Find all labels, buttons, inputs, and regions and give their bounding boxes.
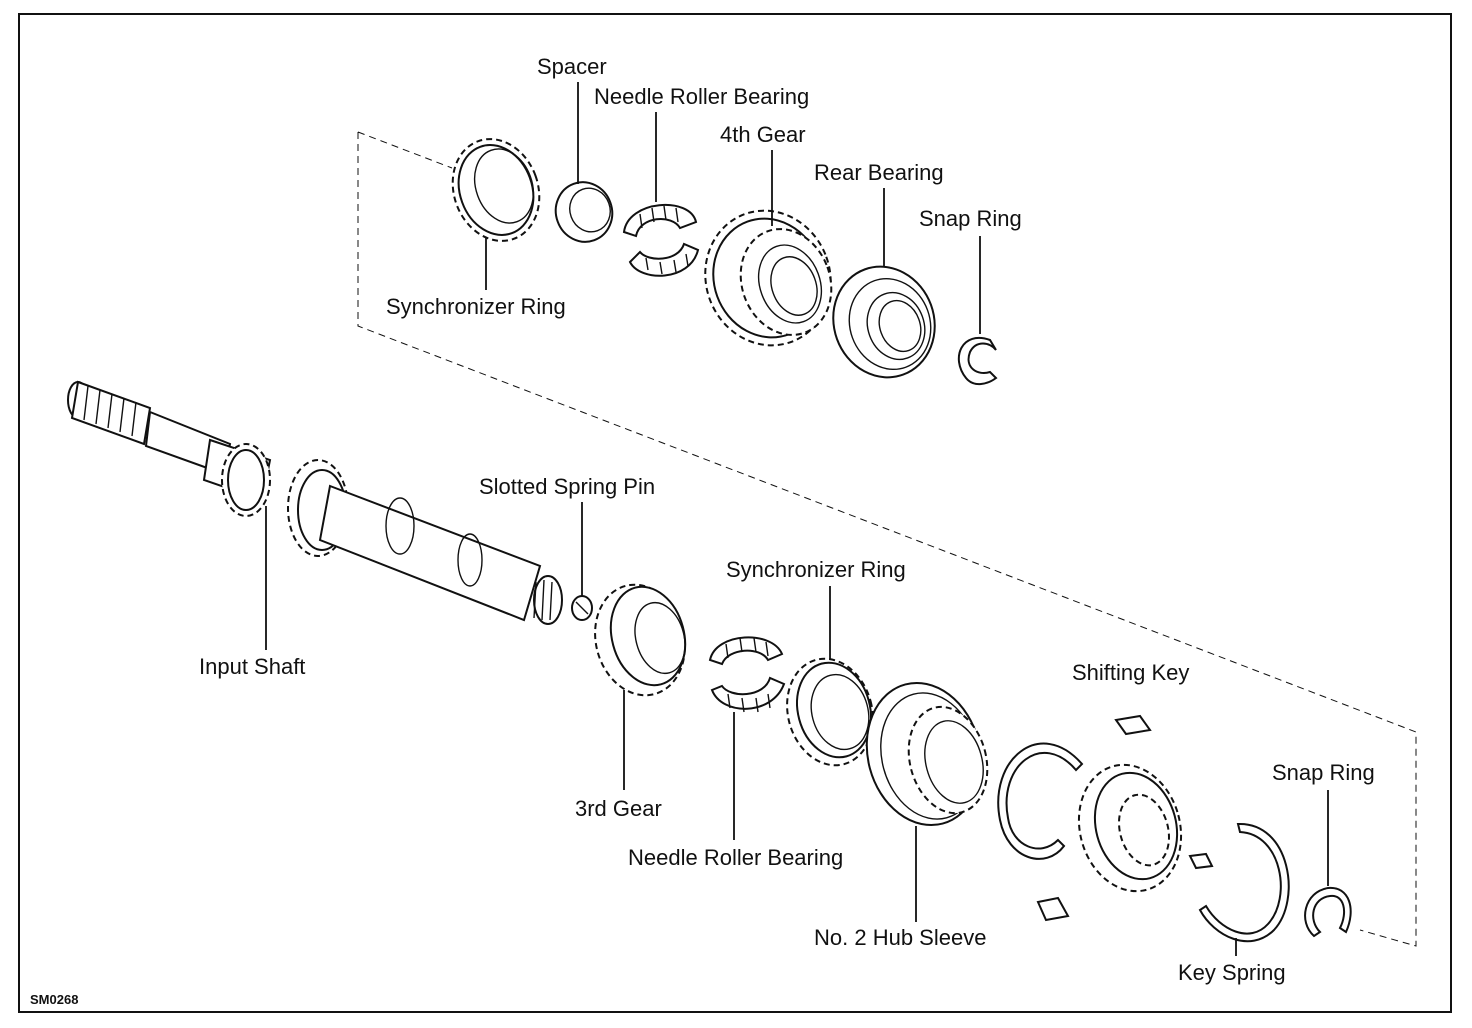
label-key-spring: Key Spring — [1178, 960, 1286, 985]
label-spacer: Spacer — [537, 54, 607, 79]
assembly-dashed-boundary — [357, 131, 1417, 947]
synchronizer-ring-bottom-part — [786, 657, 874, 767]
snap-ring-top-part — [957, 337, 998, 385]
label-needle-roller-bearing-top: Needle Roller Bearing — [594, 84, 809, 109]
key-spring-right-part — [1198, 822, 1290, 943]
slotted-spring-pin-part — [571, 595, 593, 621]
snap-ring-bottom-part — [1304, 886, 1352, 938]
key-spring-middle-part — [997, 742, 1084, 860]
needle-roller-bearing-top-part — [622, 203, 700, 277]
label-snap-ring-top: Snap Ring — [919, 206, 1022, 231]
rear-bearing-part — [832, 265, 936, 379]
shifting-key-small-part — [1188, 852, 1214, 870]
label-slotted-spring-pin: Slotted Spring Pin — [479, 474, 655, 499]
figure-code: SM0268 — [30, 992, 78, 1007]
spacer-part — [554, 181, 614, 243]
third-gear-part — [594, 583, 687, 697]
fourth-gear-part — [704, 209, 833, 347]
label-no2-hub-sleeve: No. 2 Hub Sleeve — [814, 925, 986, 950]
label-snap-ring-bottom: Snap Ring — [1272, 760, 1375, 785]
label-input-shaft: Input Shaft — [199, 654, 305, 679]
shifting-key-lower-part — [1036, 896, 1070, 922]
label-rear-bearing: Rear Bearing — [814, 160, 944, 185]
label-third-gear: 3rd Gear — [575, 796, 662, 821]
label-synchronizer-ring-top: Synchronizer Ring — [386, 294, 566, 319]
label-needle-roller-bearing-bottom: Needle Roller Bearing — [628, 845, 843, 870]
shifting-key-upper-part — [1114, 714, 1152, 736]
synchronizer-ring-top-part — [451, 138, 541, 242]
clutch-hub-part — [1077, 763, 1183, 893]
label-synchronizer-ring-bottom: Synchronizer Ring — [726, 557, 906, 582]
diagram-border — [18, 13, 1452, 1013]
no2-hub-sleeve-part — [865, 681, 989, 827]
input-shaft-part — [67, 380, 563, 625]
label-fourth-gear: 4th Gear — [720, 122, 806, 147]
label-shifting-key: Shifting Key — [1072, 660, 1189, 685]
needle-roller-bearing-bottom-part — [708, 636, 786, 713]
